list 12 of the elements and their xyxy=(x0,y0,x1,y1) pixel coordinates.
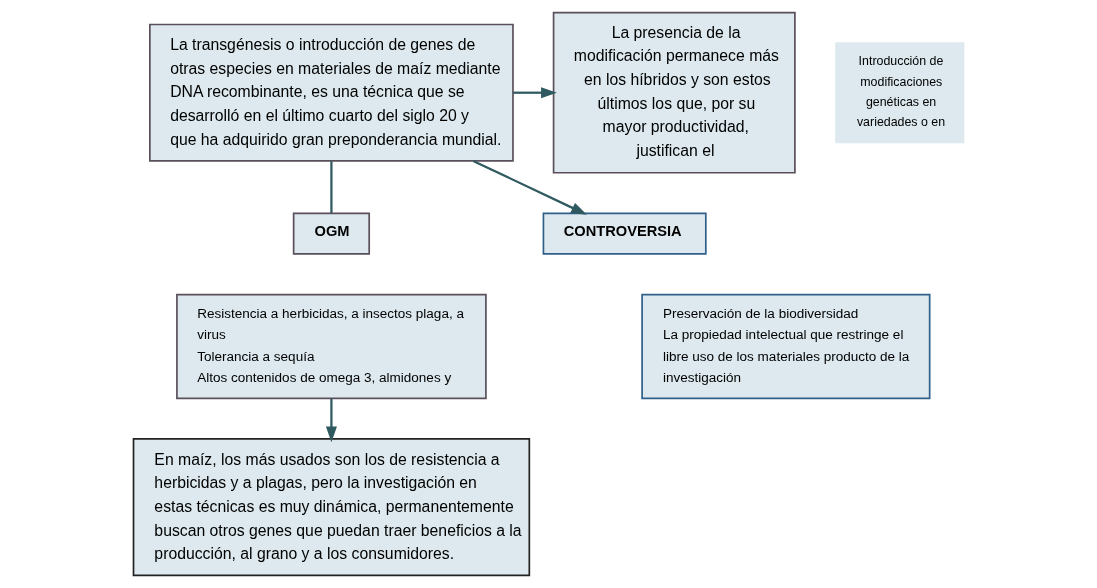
arrow xyxy=(325,398,337,443)
node-box: Introducción de modificaciones genéticas en variedades o en xyxy=(835,42,965,144)
arrow xyxy=(472,159,587,215)
node-box: La transgénesis o introducción de genes de otras especies en materiales de maíz mediante DNA recombinante, es una técnica que se desarrolló en el último cuarto del siglo 20 y que ha adquirido gran preponderancia mundial. xyxy=(149,23,514,162)
arrow xyxy=(513,87,557,99)
connector xyxy=(330,161,333,214)
node-box: La presencia de la modificación permanece más en los híbridos y son estos últimos los que, por su mayor productividad, justifican el xyxy=(552,11,796,174)
node-box: OGM xyxy=(292,212,371,255)
node-box: En maíz, los más usados son los de resistencia a herbicidas y a plagas, pero la investigación en estas técnicas es muy dinámica, permanentemente buscan otros genes que puedan traer beneficios a la producción, al grano y a los consumidores. xyxy=(132,438,531,577)
node-box: Preservación de la biodiversidad La propiedad intelectual que restringe el libre uso de los materiales producto de la investigación xyxy=(641,293,931,400)
node-box: Resistencia a herbicidas, a insectos plaga, a virus Tolerancia a sequía Altos contenidos de omega 3, almidones y xyxy=(176,293,487,400)
node-box: CONTROVERSIA xyxy=(542,212,707,255)
